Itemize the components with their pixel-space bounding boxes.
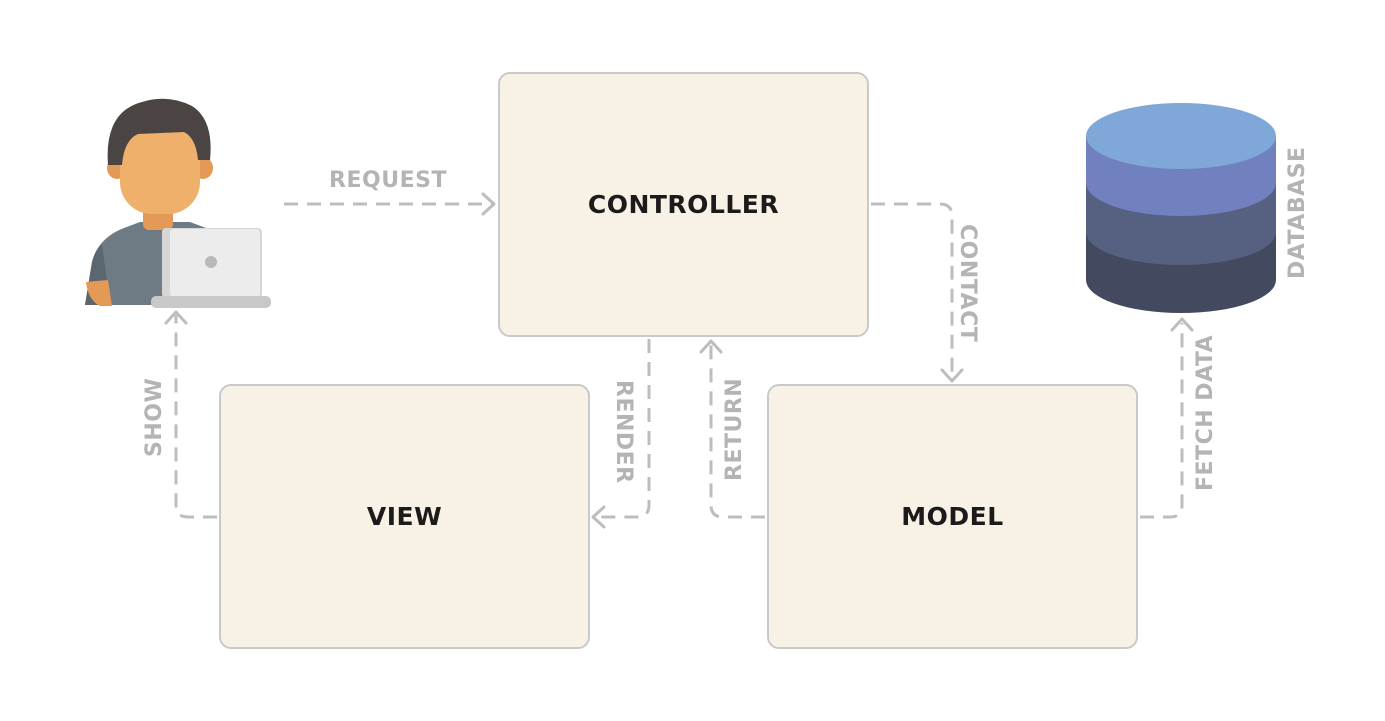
user-with-laptop-icon: [85, 98, 271, 308]
contact-arrow: [871, 202, 964, 383]
view-box: VIEW: [219, 384, 590, 649]
model-box: MODEL: [767, 384, 1138, 649]
show-label: SHOW: [142, 378, 167, 457]
fetch-data-label: FETCH DATA: [1193, 335, 1218, 491]
database-icon: [1086, 103, 1276, 313]
controller-box: CONTROLLER: [498, 72, 869, 337]
request-arrow: [284, 192, 496, 216]
model-label: MODEL: [901, 502, 1004, 531]
return-arrow: [699, 339, 765, 519]
contact-label: CONTACT: [955, 224, 980, 342]
controller-label: CONTROLLER: [587, 190, 780, 219]
view-label: VIEW: [366, 502, 443, 531]
database-label: DATABASE: [1285, 146, 1310, 279]
render-label: RENDER: [611, 380, 636, 484]
render-arrow: [591, 339, 651, 529]
return-label: RETURN: [722, 378, 747, 481]
fetch-data-arrow: [1140, 317, 1194, 519]
request-label: REQUEST: [329, 168, 447, 193]
show-arrow: [164, 310, 217, 519]
